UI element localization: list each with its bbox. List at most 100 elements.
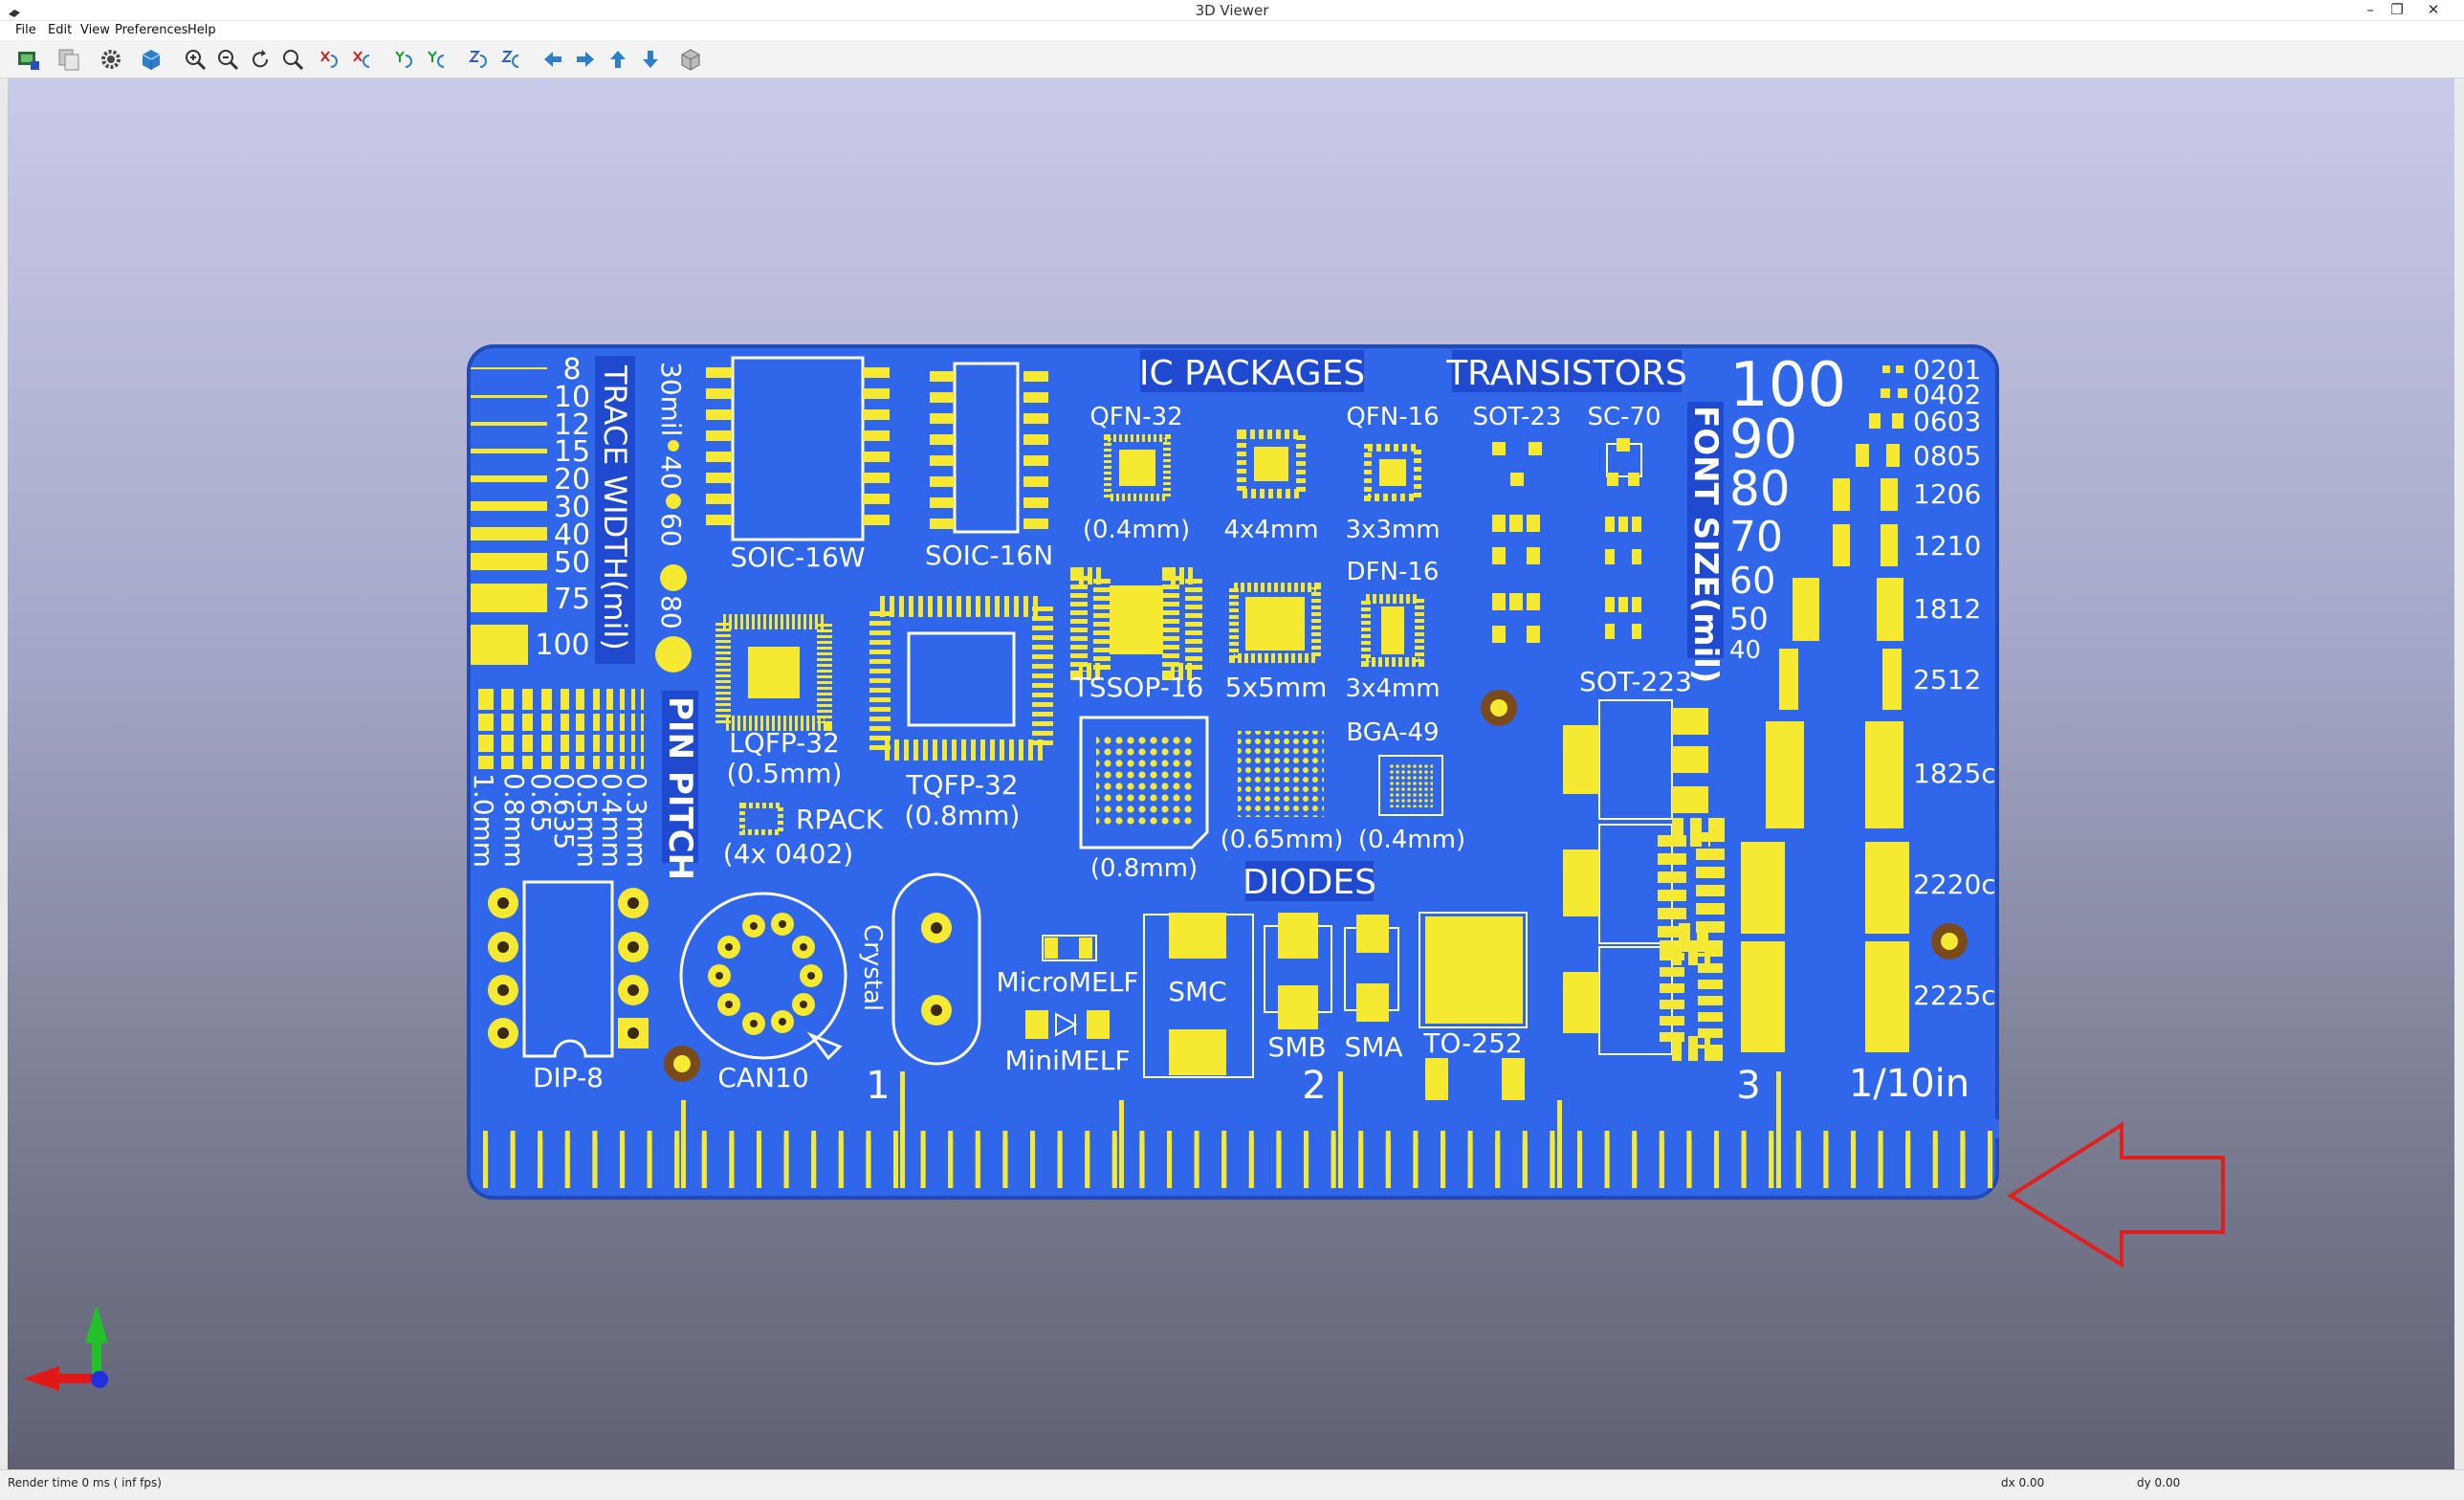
left-frame (0, 78, 8, 1469)
svg-text:(0.65mm): (0.65mm) (1221, 826, 1344, 854)
font-size-40: 40 (1729, 636, 1761, 665)
render-time-status: Render time 0 ms ( inf fps) (8, 1476, 162, 1489)
svg-text:2220c: 2220c (1913, 869, 1996, 900)
ruler-unit: 1/10in (1849, 1062, 1969, 1106)
ruler-mark-2: 2 (1302, 1064, 1326, 1108)
transistors-title: TRANSISTORS (1445, 354, 1687, 393)
svg-text:MiniMELF: MiniMELF (1004, 1045, 1130, 1076)
rotate-z-cw-icon[interactable] (465, 46, 492, 73)
font-size-section: FONT SIZE(mil) 100 90 80 70 60 50 40 (1686, 350, 1846, 683)
font-size-60: 60 (1729, 560, 1775, 602)
svg-text:SMA: SMA (1344, 1031, 1402, 1063)
right-frame (2454, 78, 2464, 1469)
bounding-box-cube-icon[interactable] (677, 46, 704, 73)
svg-text:3x3mm: 3x3mm (1345, 516, 1440, 544)
lqfp-32: LQFP-32 (0.5mm) (715, 614, 842, 789)
ruler: 1 2 3 1/10in (478, 1062, 1999, 1188)
orthographic-cube-icon[interactable] (138, 46, 165, 73)
tqfp-32: TQFP-32 (0.8mm) (869, 596, 1053, 831)
zoom-in-icon[interactable] (182, 46, 209, 73)
pan-down-icon[interactable] (637, 46, 664, 73)
trace-label: 10 (554, 381, 590, 414)
annotation-arrow-icon (2007, 1121, 2225, 1268)
rotate-z-ccw-icon[interactable] (497, 46, 524, 73)
svg-text:(0.8mm): (0.8mm) (1090, 854, 1198, 883)
svg-text:TSSOP-16: TSSOP-16 (1072, 672, 1204, 703)
pan-up-icon[interactable] (605, 46, 631, 73)
dy-status: dy 0.00 (2137, 1476, 2181, 1489)
window-title: 3D Viewer (1195, 2, 1269, 19)
smc: SMC (1143, 913, 1254, 1078)
dx-status: dx 0.00 (2001, 1476, 2045, 1489)
via-label-30mil: 30mil (655, 362, 687, 436)
dfn-16: DFN-16 3x4mm (1345, 558, 1440, 703)
menu-file[interactable]: File (15, 23, 36, 37)
sma: SMA (1344, 915, 1403, 1063)
passives-section: 0201 0402 0603 0805 1206 1210 1812 2512 … (1741, 354, 1996, 1052)
menu-view[interactable]: View (80, 23, 110, 37)
svg-text:SOT-23: SOT-23 (1473, 403, 1562, 431)
soic16n-label: SOIC-16N (925, 540, 1053, 571)
pan-left-icon[interactable] (539, 46, 566, 73)
3d-viewport[interactable]: 8 10 12 15 20 30 40 50 75 100 TRACE WIDT… (8, 78, 2454, 1469)
soic-16w: SOIC-16W (706, 356, 890, 573)
rotate-x-cw-icon[interactable] (316, 46, 342, 73)
qfn-16: QFN-16 3x3mm (1345, 403, 1440, 544)
via-label-60: 60 (655, 513, 687, 547)
trace-label: 100 (535, 629, 589, 662)
svg-text:TQFP-32: TQFP-32 (905, 769, 1018, 801)
settings-gear-icon[interactable] (98, 46, 124, 73)
font-size-50: 50 (1729, 601, 1769, 637)
menu-preferences[interactable]: Preferences (115, 23, 188, 37)
svg-text:QFN-16: QFN-16 (1346, 403, 1439, 431)
trace-label: 8 (562, 353, 581, 386)
svg-text:2512: 2512 (1913, 664, 1981, 695)
svg-text:QFN-32: QFN-32 (1089, 403, 1182, 431)
zoom-out-icon[interactable] (214, 46, 241, 73)
reload-board-icon[interactable] (15, 46, 42, 73)
close-button[interactable]: ✕ (2427, 1, 2440, 18)
mounting-hole (1931, 923, 1968, 960)
soic16w-label: SOIC-16W (730, 541, 865, 573)
diodes-title: DIODES (1243, 863, 1376, 902)
pitch-label: 1.0mm (468, 773, 499, 868)
qfn-4x4: 4x4mm (1223, 430, 1319, 544)
font-size-100: 100 (1729, 350, 1846, 421)
svg-text:SMB: SMB (1267, 1031, 1326, 1063)
rotate-x-ccw-icon[interactable] (348, 46, 375, 73)
rotate-y-cw-icon[interactable] (390, 46, 417, 73)
trace-label: 20 (554, 463, 590, 496)
menu-help[interactable]: Help (187, 23, 216, 37)
svg-text:(4x 0402): (4x 0402) (723, 838, 853, 870)
menu-edit[interactable]: Edit (48, 23, 73, 37)
pitch-label: 0.635 (548, 773, 580, 849)
mounting-hole (1481, 690, 1517, 726)
can10: CAN10 (679, 892, 847, 1093)
soic-16n: SOIC-16N (925, 362, 1053, 571)
ruler-mark-1: 1 (866, 1064, 890, 1108)
redraw-icon[interactable] (247, 46, 274, 73)
trace-label: 12 (554, 408, 590, 442)
status-bar: Render time 0 ms ( inf fps) dx 0.00 dy 0… (0, 1469, 2464, 1500)
qfn-5x5: 5x5mm (1225, 583, 1327, 703)
toolbar (0, 40, 2464, 78)
rpack: RPACK (4x 0402) (723, 803, 884, 870)
copy-image-icon[interactable] (55, 46, 82, 73)
minimize-button[interactable]: – (2366, 1, 2374, 18)
maximize-button[interactable]: ❐ (2390, 1, 2404, 18)
pan-right-icon[interactable] (572, 46, 599, 73)
svg-text:RPACK: RPACK (796, 804, 884, 835)
svg-text:BGA-49: BGA-49 (1346, 718, 1439, 747)
svg-text:DFN-16: DFN-16 (1347, 558, 1440, 586)
trace-label: 50 (554, 546, 590, 580)
crystal: Crystal (858, 872, 981, 1066)
rotate-y-ccw-icon[interactable] (423, 46, 450, 73)
zoom-fit-icon[interactable] (279, 46, 306, 73)
svg-text:Crystal: Crystal (858, 924, 887, 1011)
sot-23: SOT-23 (1473, 403, 1562, 643)
bga-section: (0.8mm) (0.65mm) BGA-49 (0.4mm) (1079, 716, 1465, 883)
melf-section: MicroMELF MiniMELF (997, 935, 1138, 1076)
svg-text:4x4mm: 4x4mm (1223, 516, 1318, 544)
svg-text:2225c: 2225c (1913, 980, 1996, 1011)
to-252: TO-252 (1419, 912, 1528, 1100)
